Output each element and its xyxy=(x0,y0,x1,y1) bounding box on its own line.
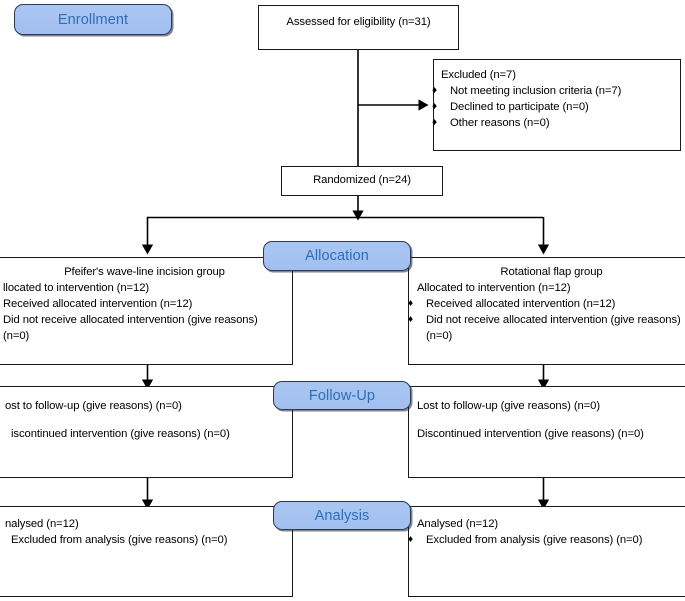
bullet-diamond-icon: ♦ xyxy=(408,534,414,546)
box-analysis-left: nalysed (n=12) Excluded from analysis (g… xyxy=(0,506,293,597)
excluded-heading: Excluded (n=7) xyxy=(441,69,516,81)
allocation-left-group-title: Pfeifer's wave-line incision group xyxy=(64,266,225,278)
box-followup-left: ost to follow-up (give reasons) (n=0) is… xyxy=(0,386,293,478)
randomized-text: Randomized (n=24) xyxy=(313,174,411,186)
bullet-diamond-icon: ♦ xyxy=(408,314,414,326)
box-followup-right: Lost to follow-up (give reasons) (n=0) D… xyxy=(408,386,685,478)
stage-badge-enrollment: Enrollment xyxy=(14,4,172,35)
box-analysis-right: Analysed (n=12) ♦Excluded from analysis … xyxy=(408,506,685,597)
stage-badge-followup: Follow-Up xyxy=(273,381,411,410)
box-allocation-left: Pfeifer's wave-line incision group lloca… xyxy=(0,257,293,365)
excluded-item: ♦Other reasons (n=0) xyxy=(432,117,550,130)
box-allocation-right: Rotational flap group Allocated to inter… xyxy=(408,257,685,365)
allocation-right-item: ♦Did not receive allocated intervention … xyxy=(408,314,681,343)
allocation-right-item: ♦Received allocated intervention (n=12) xyxy=(408,298,616,311)
analysis-left-item: Excluded from analysis (give reasons) (n… xyxy=(11,534,228,547)
box-randomized: Randomized (n=24) xyxy=(281,166,443,196)
bullet-diamond-icon: ♦ xyxy=(432,117,438,129)
followup-right-line: Lost to follow-up (give reasons) (n=0) xyxy=(417,400,601,412)
bullet-diamond-icon: ♦ xyxy=(432,85,438,97)
stage-badge-allocation: Allocation xyxy=(263,241,411,271)
allocation-left-item: Received allocated intervention (n=12) xyxy=(3,298,193,311)
excluded-item: ♦Declined to participate (n=0) xyxy=(432,101,589,114)
stage-badge-allocation-label: Allocation xyxy=(305,248,369,264)
excluded-item: ♦Not meeting inclusion criteria (n=7) xyxy=(432,85,622,98)
stage-badge-analysis-label: Analysis xyxy=(314,507,370,524)
bullet-diamond-icon: ♦ xyxy=(408,298,414,310)
allocation-right-group-title: Rotational flap group xyxy=(500,266,603,278)
bullet-diamond-icon: ♦ xyxy=(432,101,438,113)
followup-left-line: iscontinued intervention (give reasons) … xyxy=(11,428,230,441)
stage-badge-analysis: Analysis xyxy=(273,501,411,530)
followup-right-line: Discontinued intervention (give reasons)… xyxy=(417,428,644,441)
stage-badge-followup-label: Follow-Up xyxy=(308,387,376,404)
allocation-left-allocated: llocated to intervention (n=12) xyxy=(3,282,150,295)
analysis-right-item: ♦Excluded from analysis (give reasons) (… xyxy=(408,534,643,547)
assessed-for-eligibility-text: Assessed for eligibility (n=31) xyxy=(286,16,431,28)
stage-badge-enrollment-label: Enrollment xyxy=(57,11,129,28)
followup-left-line: ost to follow-up (give reasons) (n=0) xyxy=(5,400,182,412)
allocation-right-allocated: Allocated to intervention (n=12) xyxy=(417,282,571,295)
allocation-left-item: Did not receive allocated intervention (… xyxy=(3,314,258,343)
analysis-right-analysed: Analysed (n=12) xyxy=(417,518,499,530)
analysis-left-analysed: nalysed (n=12) xyxy=(5,518,79,530)
box-excluded: Excluded (n=7) ♦Not meeting inclusion cr… xyxy=(432,59,681,151)
box-assessed-for-eligibility: Assessed for eligibility (n=31) xyxy=(258,5,459,50)
